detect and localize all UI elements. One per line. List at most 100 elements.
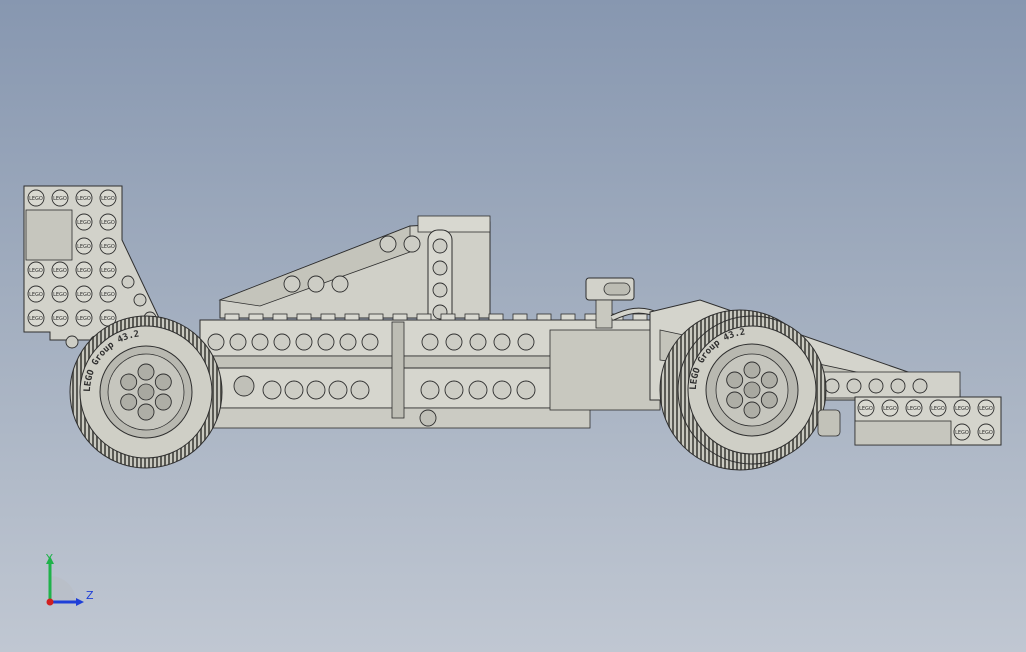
stud-logo: LEGO (53, 316, 67, 322)
stud (99, 237, 117, 255)
stud (99, 261, 117, 279)
stud-logo: LEGO (77, 196, 91, 202)
stud-logo: LEGO (29, 292, 43, 298)
stud-logo: LEGO (53, 268, 67, 274)
top-stud (224, 313, 240, 321)
stud-logo: LEGO (955, 430, 969, 436)
hub-hole (137, 363, 155, 381)
top-stud (392, 313, 408, 321)
hub-hole (726, 391, 744, 409)
beam-hole (432, 260, 448, 276)
hole (445, 333, 463, 351)
hole (516, 380, 536, 400)
hole (229, 333, 247, 351)
hole (912, 378, 928, 394)
stud (857, 399, 875, 417)
stud (75, 309, 93, 327)
beam-hole (432, 282, 448, 298)
stud-logo: LEGO (53, 196, 67, 202)
stud-logo: LEGO (77, 244, 91, 250)
stud (51, 189, 69, 207)
rear-wing: LEGO LEGO LEGO LEGO LEGO LEGO LEGO LEGO LEGO LEGO… (23, 185, 161, 349)
stud-logo: LEGO (979, 406, 993, 412)
top-stud (440, 313, 456, 321)
hole (121, 275, 135, 289)
hole (251, 333, 269, 351)
cover-holes (283, 235, 421, 293)
top-stud (464, 313, 480, 321)
hole (469, 333, 487, 351)
stud (75, 237, 93, 255)
hole (307, 275, 325, 293)
top-stud (344, 313, 360, 321)
hole (361, 333, 379, 351)
stud-logo: LEGO (101, 292, 115, 298)
stud (75, 285, 93, 303)
stud-logo: LEGO (883, 406, 897, 412)
stud (75, 189, 93, 207)
hole (444, 380, 464, 400)
stud (99, 189, 117, 207)
hole (295, 333, 313, 351)
stud (977, 423, 995, 441)
beam-hole (432, 238, 448, 254)
stud-logo: LEGO (77, 220, 91, 226)
top-stud (296, 313, 312, 321)
orientation-triad: Y Z (45, 552, 94, 606)
wing-studs: LEGO LEGO LEGO LEGO LEGO LEGO LEGO LEGO LEGO LEGO… (27, 189, 157, 349)
hole (420, 380, 440, 400)
stud (929, 399, 947, 417)
top-stud (272, 313, 288, 321)
stud-logo: LEGO (101, 196, 115, 202)
stud-logo: LEGO (77, 316, 91, 322)
hub-hole (154, 373, 172, 391)
hole (493, 333, 511, 351)
stud (27, 309, 45, 327)
vertical-beam (427, 229, 453, 331)
stud (99, 213, 117, 231)
stud (75, 213, 93, 231)
hole (283, 275, 301, 293)
top-stud (560, 313, 576, 321)
stud-logo: LEGO (955, 406, 969, 412)
stud-logo: LEGO (979, 430, 993, 436)
stud (953, 399, 971, 417)
stud (51, 309, 69, 327)
stud-logo: LEGO (101, 220, 115, 226)
stud (881, 399, 899, 417)
hub-hole (760, 391, 778, 409)
stud-logo: LEGO (907, 406, 921, 412)
hole (65, 335, 79, 349)
hub-hole (743, 361, 761, 379)
hole (262, 380, 282, 400)
hole (331, 275, 349, 293)
hole (846, 378, 862, 394)
stud-logo: LEGO (859, 406, 873, 412)
hole (350, 380, 370, 400)
top-stud (416, 313, 432, 321)
top-stud (536, 313, 552, 321)
stud-logo: LEGO (931, 406, 945, 412)
stud (953, 423, 971, 441)
hole (403, 235, 421, 253)
hole (421, 333, 439, 351)
top-stud (632, 313, 648, 321)
hub-hole (726, 371, 744, 389)
stud (27, 189, 45, 207)
top-stud (248, 313, 264, 321)
top-stud (320, 313, 336, 321)
chassis (199, 313, 661, 429)
hole (379, 235, 397, 253)
hole (824, 378, 840, 394)
hub-hole (760, 371, 778, 389)
hole (306, 380, 326, 400)
stud-logo: LEGO (29, 268, 43, 274)
top-stud (368, 313, 384, 321)
hub-hole (137, 403, 155, 421)
hole (328, 380, 348, 400)
y-axis-label: Y (45, 552, 53, 565)
hole (133, 293, 147, 307)
hole (517, 333, 535, 351)
